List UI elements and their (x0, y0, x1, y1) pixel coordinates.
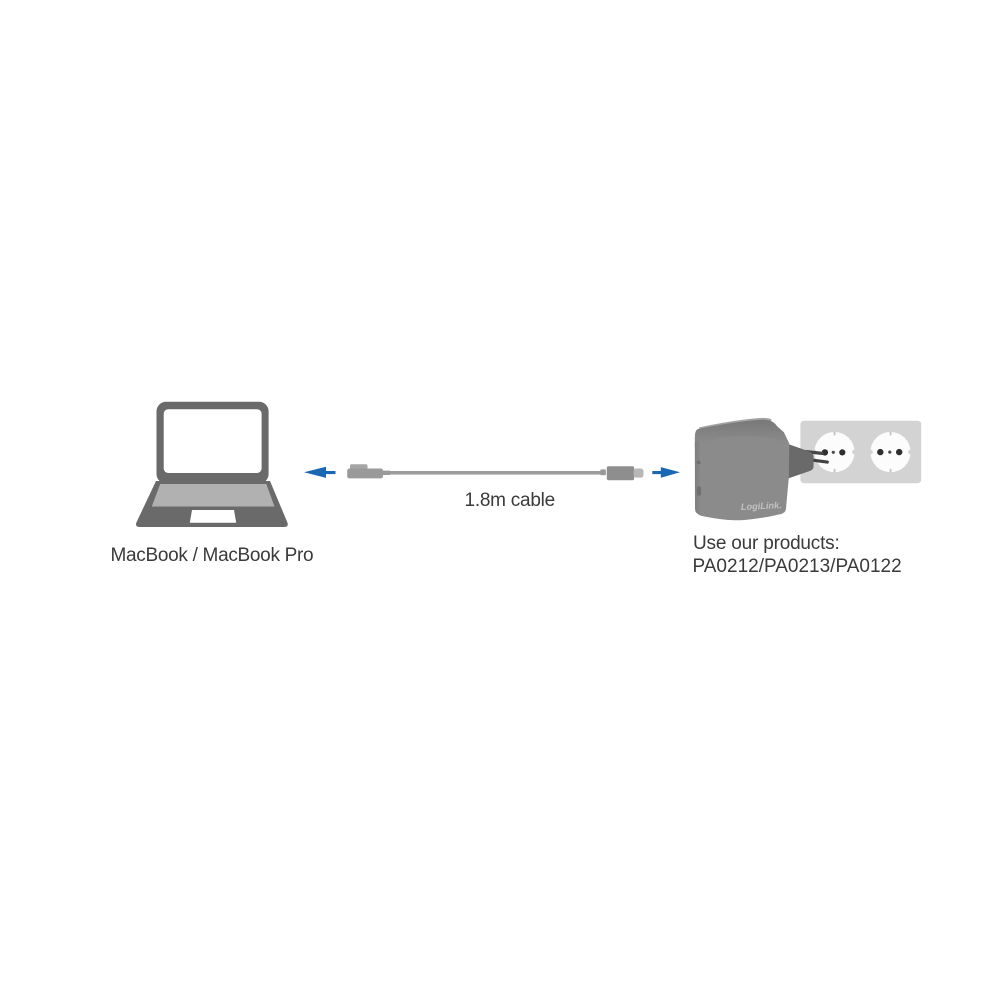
svg-text:PA0212/PA0213/PA0122: PA0212/PA0213/PA0122 (693, 556, 902, 577)
svg-text:1.8m cable: 1.8m cable (465, 490, 555, 511)
svg-text:MacBook / MacBook Pro: MacBook / MacBook Pro (111, 545, 314, 566)
svg-text:LogiLink.: LogiLink. (741, 500, 782, 512)
svg-text:Use our products:: Use our products: (693, 533, 840, 554)
